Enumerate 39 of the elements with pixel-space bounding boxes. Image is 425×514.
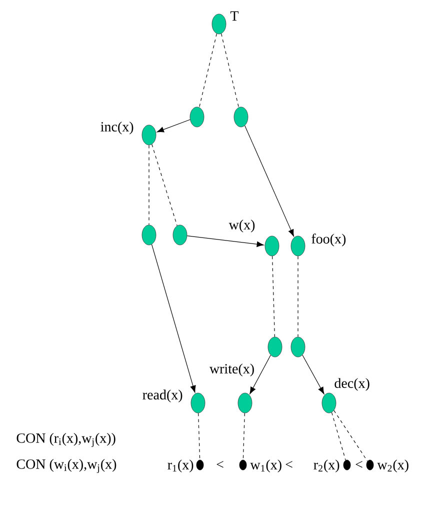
node-ellipse <box>264 236 280 256</box>
connector-line <box>242 412 245 460</box>
arrow <box>250 354 271 394</box>
constraint-text: CON (r$_{i}$(x),w$_{j}$(x)) <box>16 433 116 447</box>
connector-line <box>198 33 218 108</box>
node-label: inc(x) <box>100 122 134 134</box>
constraint-text: CON (w$_{i}$(x),w$_{j}$(x) <box>16 459 116 473</box>
order-sign: < <box>286 460 292 468</box>
node-ellipse <box>190 106 204 128</box>
arrow <box>156 119 190 132</box>
node-label: dec(x) <box>334 378 370 391</box>
edge-label: w(x) <box>228 218 256 234</box>
arrow <box>186 236 264 247</box>
node-ellipse <box>290 336 306 358</box>
node-label: r$_{2}$(x) <box>314 460 340 472</box>
node-ellipse <box>238 392 252 414</box>
node-label: w$_{2}$(x) <box>377 460 408 472</box>
connector-line <box>198 412 200 460</box>
connector-line <box>334 410 368 462</box>
connector-line <box>272 256 275 338</box>
node-label: T <box>230 11 239 21</box>
connector-line <box>331 412 346 460</box>
node-label: read(x) <box>142 390 182 402</box>
connector-line <box>152 144 178 226</box>
arrow <box>302 354 324 394</box>
node-ellipse <box>234 106 248 128</box>
node-ellipse <box>268 336 282 358</box>
arrow <box>151 244 196 393</box>
order-sign: < <box>356 460 362 468</box>
node-ellipse <box>172 224 188 246</box>
node-label: w$_{1}$(x) <box>250 460 282 472</box>
node-ellipse <box>142 224 156 246</box>
node-label: foo(x) <box>312 234 346 246</box>
edge-label: write(x) <box>208 362 256 378</box>
node-label: r$_{1}$(x) <box>168 460 194 472</box>
arrow <box>244 125 294 237</box>
order-sign: < <box>216 460 224 468</box>
connector-line <box>220 33 240 108</box>
connector-line <box>148 144 150 226</box>
